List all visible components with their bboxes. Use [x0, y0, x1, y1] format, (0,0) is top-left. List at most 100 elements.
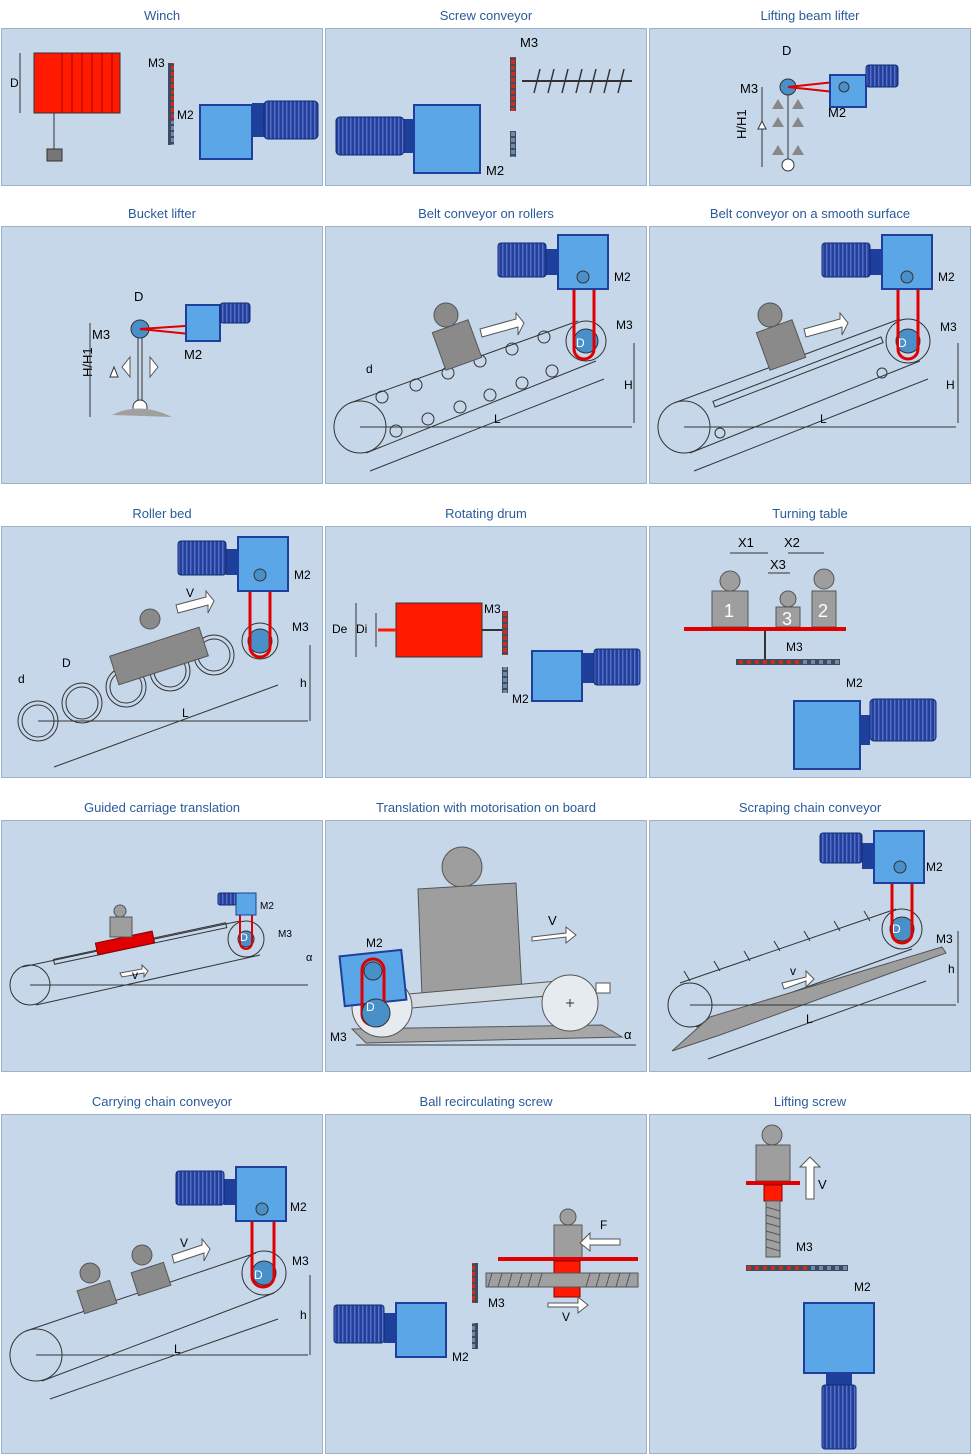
tile-title-bucket-lifter: Bucket lifter — [128, 206, 196, 221]
screw-conveyor-diagram: M3 M2 — [335, 35, 632, 178]
tile-title-roller-bed: Roller bed — [132, 506, 192, 521]
belt-rollers-m3-label: M3 — [616, 318, 633, 332]
lifting-screw-m3-label: M3 — [796, 1240, 813, 1254]
lifting-screw-diagram: V M3 M2 — [746, 1124, 875, 1450]
guided-carriage-m2-label: M2 — [260, 901, 274, 912]
turning-table-x3-label: X3 — [770, 557, 786, 572]
bucket-lifter-d-label: D — [134, 289, 143, 304]
carrying-chain-h-label: h — [300, 1308, 307, 1322]
turning-table-n2-label: 2 — [818, 601, 828, 621]
tile-title-translation-motorisation: Translation with motorisation on board — [376, 800, 596, 815]
tile-translation-motorisation[interactable]: V D M2 M3 α — [325, 820, 647, 1072]
rotating-drum-di-label: Di — [356, 622, 367, 636]
lifting-screw-v-label: V — [818, 1177, 827, 1192]
rotating-drum-m2-label: M2 — [512, 692, 529, 706]
bucket-lifter-m3-label: M3 — [92, 327, 110, 342]
tile-title-carrying-chain: Carrying chain conveyor — [91, 1094, 233, 1109]
guided-carriage-D-label: D — [240, 932, 248, 944]
carrying-chain-m2-label: M2 — [290, 1200, 307, 1214]
tile-ball-screw[interactable]: F V M3 M2 — [325, 1114, 647, 1454]
tile-bucket-lifter[interactable]: D M3 M2 H/H1 — [1, 226, 323, 484]
winch-m2-label: M2 — [177, 108, 194, 122]
translation-D-label: D — [366, 1000, 375, 1014]
guided-carriage-m3-label: M3 — [278, 929, 292, 940]
carrying-chain-m3-label: M3 — [292, 1254, 309, 1268]
roller-bed-D-label: D — [62, 656, 71, 670]
tile-title-winch: Winch — [143, 8, 181, 23]
bucket-lifter-diagram: D M3 M2 H/H1 — [80, 289, 251, 417]
scraping-chain-l-label: L — [806, 1012, 813, 1026]
guided-carriage-a-label: α — [306, 952, 313, 964]
tile-screw-conveyor[interactable]: M3 M2 — [325, 28, 647, 186]
scraping-chain-m3-label: M3 — [936, 932, 953, 946]
bucket-lifter-h-label: H/H1 — [80, 347, 95, 377]
belt-smooth-l-label: L — [820, 412, 827, 426]
translation-m3-label: M3 — [330, 1030, 347, 1044]
tile-rotating-drum[interactable]: De Di M3 M2 — [325, 526, 647, 778]
lifting-beam-lifter-diagram: D M3 M2 H/H1 — [734, 43, 899, 172]
translation-v-label: V — [548, 913, 557, 928]
roller-bed-v-label: V — [186, 586, 194, 600]
tile-title-rotating-drum: Rotating drum — [445, 506, 527, 521]
belt-smooth-m3-label: M3 — [940, 320, 957, 334]
tile-title-screw-conveyor: Screw conveyor — [439, 8, 533, 23]
carrying-chain-diagram: V D M2 M3 h L — [9, 1166, 311, 1400]
tile-title-guided-carriage: Guided carriage translation — [83, 800, 241, 815]
turning-table-diagram: X1 X2 X3 1 3 2 M3 M2 — [684, 535, 937, 770]
belt-conveyor-rollers-diagram: D M3 M2 H L d — [333, 234, 635, 472]
belt-rollers-d-label: d — [366, 362, 373, 376]
turning-table-x2-label: X2 — [784, 535, 800, 550]
belt-rollers-l-label: L — [494, 412, 501, 426]
lifting-beam-h-label: H/H1 — [734, 109, 749, 139]
tile-belt-conveyor-smooth[interactable]: D M3 M2 H L — [649, 226, 971, 484]
tile-carrying-chain[interactable]: V D M2 M3 h L — [1, 1114, 323, 1454]
lifting-screw-m2-label: M2 — [854, 1280, 871, 1294]
roller-bed-d-label: d — [18, 672, 25, 686]
tile-belt-conveyor-rollers[interactable]: D M3 M2 H L d — [325, 226, 647, 484]
roller-bed-m3-label: M3 — [292, 620, 309, 634]
tile-title-lifting-screw: Lifting screw — [773, 1094, 847, 1109]
belt-conveyor-smooth-diagram: D M3 M2 H L — [657, 234, 959, 472]
tile-lifting-screw[interactable]: V M3 M2 — [649, 1114, 971, 1454]
lifting-beam-m2-label: M2 — [828, 105, 846, 120]
scraping-chain-diagram: v D M2 M3 h L — [667, 830, 959, 1060]
belt-smooth-D-label: D — [898, 336, 907, 350]
belt-rollers-D-label: D — [576, 336, 585, 350]
scraping-chain-v-label: v — [790, 964, 796, 978]
tile-guided-carriage[interactable]: v D M2 M3 α — [1, 820, 323, 1072]
carrying-chain-D-label: D — [254, 1268, 263, 1282]
belt-smooth-m2-label: M2 — [938, 270, 955, 284]
tile-title-scraping-chain: Scraping chain conveyor — [738, 800, 882, 815]
winch-m3-label: M3 — [148, 56, 165, 70]
roller-bed-diagram: V M2 M3 h L D d — [17, 536, 311, 768]
bucket-lifter-m2-label: M2 — [184, 347, 202, 362]
tile-title-turning-table: Turning table — [772, 506, 848, 521]
screw-conveyor-m2-label: M2 — [486, 163, 504, 178]
ball-screw-f-label: F — [600, 1218, 607, 1232]
roller-bed-h-label: h — [300, 676, 307, 690]
tile-turning-table[interactable]: X1 X2 X3 1 3 2 M3 M2 — [649, 526, 971, 778]
scraping-chain-D-label: D — [892, 922, 901, 936]
belt-rollers-m2-label: M2 — [614, 270, 631, 284]
tile-winch[interactable]: D M3 M2 — [1, 28, 323, 186]
belt-smooth-h-label: H — [946, 378, 955, 392]
tile-title-belt-conveyor-rollers: Belt conveyor on rollers — [418, 206, 554, 221]
translation-a-label: α — [624, 1027, 632, 1042]
roller-bed-m2-label: M2 — [294, 568, 311, 582]
tile-scraping-chain[interactable]: v D M2 M3 h L — [649, 820, 971, 1072]
carrying-chain-v-label: V — [180, 1236, 188, 1250]
scraping-chain-h-label: h — [948, 962, 955, 976]
rotating-drum-diagram: De Di M3 M2 — [332, 602, 641, 706]
tile-roller-bed[interactable]: V M2 M3 h L D d — [1, 526, 323, 778]
tile-lifting-beam-lifter[interactable]: D M3 M2 H/H1 — [649, 28, 971, 186]
tile-title-lifting-beam-lifter: Lifting beam lifter — [760, 8, 860, 23]
rotating-drum-de-label: De — [332, 622, 348, 636]
roller-bed-l-label: L — [182, 706, 189, 720]
lifting-beam-m3-label: M3 — [740, 81, 758, 96]
turning-table-n1-label: 1 — [724, 601, 734, 621]
turning-table-n3-label: 3 — [782, 609, 792, 629]
translation-motorisation-diagram: V D M2 M3 α — [330, 846, 636, 1046]
ball-screw-m3-label: M3 — [488, 1296, 505, 1310]
guided-carriage-diagram: v D M2 M3 α — [9, 892, 313, 1006]
turning-table-m3-label: M3 — [786, 640, 803, 654]
